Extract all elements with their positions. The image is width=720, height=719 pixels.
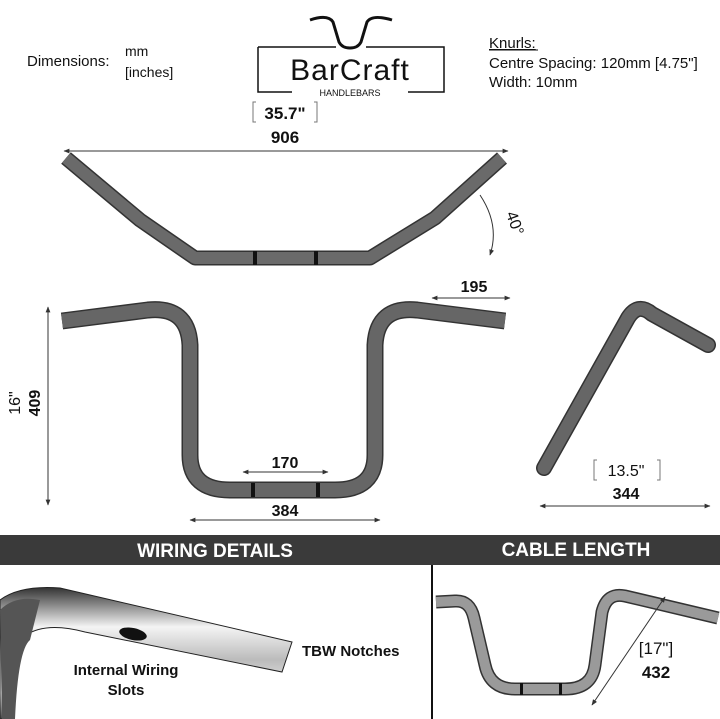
- top-width-in: 35.7": [264, 104, 305, 123]
- knurls-title: Knurls:: [489, 35, 536, 52]
- front-rise-mm: 409: [27, 390, 44, 417]
- top-width-mm: 906: [271, 128, 299, 147]
- knurls-spacing: Centre Spacing: 120mm [4.75"]: [489, 55, 698, 72]
- top-view-bar: [61, 152, 508, 266]
- base-width: 384: [272, 503, 299, 520]
- logo-subtext: HANDLEBARS: [319, 88, 380, 98]
- internal-wiring-label-1: Internal Wiring: [74, 662, 179, 679]
- unit-secondary: [inches]: [125, 64, 173, 80]
- side-view-bar: [536, 300, 716, 476]
- cable-length-mm: 432: [642, 663, 670, 682]
- wiring-details-title: WIRING DETAILS: [137, 541, 293, 562]
- dimensions-label: Dimensions:: [27, 53, 110, 70]
- unit-primary: mm: [125, 43, 148, 59]
- cable-length-title: CABLE LENGTH: [502, 540, 651, 561]
- center-width: 170: [272, 455, 299, 472]
- internal-wiring-label-2: Slots: [108, 682, 145, 699]
- knurls-width: Width: 10mm: [489, 74, 577, 91]
- side-pullback-in: 13.5": [608, 463, 645, 480]
- angle-label: 40°: [502, 209, 526, 238]
- barcraft-logo: BarCraft HANDLEBARS: [257, 15, 445, 98]
- logo-text: BarCraft: [290, 54, 410, 87]
- wiring-slot-icon: [119, 627, 147, 641]
- grip-length: 195: [461, 279, 488, 296]
- side-pullback-mm: 344: [613, 486, 640, 503]
- front-view-bar: [60, 301, 507, 499]
- wiring-chrome-bar: [0, 587, 293, 719]
- cable-bar: [435, 588, 720, 696]
- cable-length-in: [17"]: [639, 639, 673, 658]
- section-band: [0, 535, 720, 565]
- tbw-notches-label: TBW Notches: [302, 643, 400, 660]
- front-rise-in: 16": [7, 391, 24, 414]
